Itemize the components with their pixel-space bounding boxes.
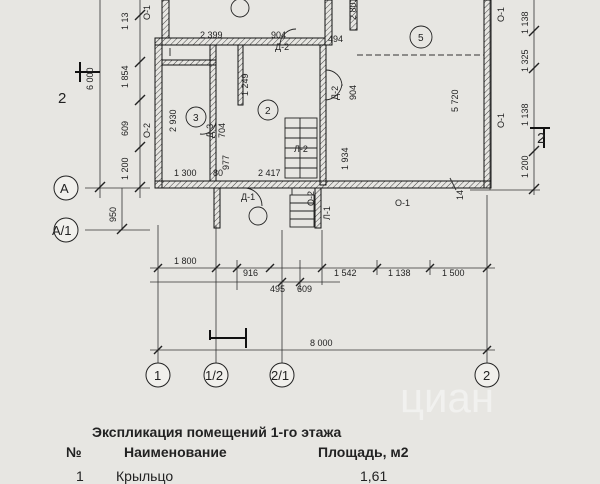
dim-495: 495 <box>270 284 285 294</box>
section-mark-right: 2 <box>537 130 545 147</box>
axis-col-1: 1 <box>154 368 161 383</box>
row-no: 1 <box>76 468 84 484</box>
axis-row-a1: А/1 <box>52 223 72 238</box>
section-mark-left: 2 <box>58 90 66 107</box>
dim-1200-left: 1 200 <box>120 157 130 180</box>
dim-494: 494 <box>328 34 343 44</box>
floor-plan-drawing: А А/1 1 1/2 2/1 2 2 2 2 3 5 О-1 О-1 О-1 … <box>52 0 550 420</box>
dim-1854: 1 854 <box>120 65 130 88</box>
dim-1138-right-b: 1 138 <box>520 103 530 126</box>
label-o1-right2: О-1 <box>496 113 506 128</box>
header-name: Наименование <box>124 444 227 460</box>
label-d3: Д-3 <box>205 124 215 138</box>
label-o2-left: О-2 <box>142 123 152 138</box>
label-d2-mid: Д-2 <box>330 86 340 100</box>
dim-704: 704 <box>217 123 227 138</box>
dim-1249: 1 249 <box>240 73 250 96</box>
room-number-2: 2 <box>265 106 271 117</box>
dim-6000: 6 000 <box>85 67 95 90</box>
dim-1325: 1 325 <box>520 49 530 72</box>
dim-1934: 1 934 <box>340 147 350 170</box>
dim-609-left: 609 <box>120 121 130 136</box>
axis-col-2-1: 2/1 <box>271 368 289 383</box>
room-number-3: 3 <box>193 113 199 124</box>
explication-title: Экспликация помещений 1-го этажа <box>92 424 342 440</box>
dim-1800: 1 800 <box>174 256 197 266</box>
label-l2: Л-2 <box>294 144 308 154</box>
dim-916: 916 <box>243 268 258 278</box>
label-o1-bottom: О-1 <box>395 198 410 208</box>
dim-1500: 1 500 <box>442 268 465 278</box>
axis-row-a: А <box>60 181 69 196</box>
label-o1-right: О-1 <box>496 7 506 22</box>
dim-904-top: 904 <box>271 30 286 40</box>
dim-1300: 1 300 <box>174 168 197 178</box>
dim-2930: 2 930 <box>168 109 178 132</box>
label-d2-top: Д-2 <box>275 42 289 52</box>
watermark-brand: циан <box>400 374 494 420</box>
label-o1-top: О-1 <box>142 5 152 20</box>
room-number-5: 5 <box>418 33 424 44</box>
label-l1: Л-1 <box>322 206 332 220</box>
row-area: 1,61 <box>360 468 388 484</box>
dim-1138-bottom: 1 138 <box>388 268 411 278</box>
axis-col-1-2: 1/2 <box>205 368 223 383</box>
dim-1542: 1 542 <box>334 268 357 278</box>
dim-8000: 8 000 <box>310 338 333 348</box>
dim-2801: 2 801 <box>348 0 358 20</box>
dim-1200-right: 1 200 <box>520 155 530 178</box>
dim-2399: 2 399 <box>200 30 223 40</box>
label-d1: Д-1 <box>241 192 255 202</box>
explication-table: Экспликация помещений 1-го этажа № Наиме… <box>0 416 600 484</box>
dim-950: 950 <box>108 207 118 222</box>
dim-14: 14 <box>455 190 465 200</box>
label-o2-mid: О-2 <box>306 191 316 206</box>
dim-113-left: 1 13 <box>120 12 130 30</box>
dim-977: 977 <box>221 155 231 170</box>
dim-1138-right-a: 1 138 <box>520 11 530 34</box>
dim-80: 80 <box>213 168 223 178</box>
axis-col-2: 2 <box>483 368 490 383</box>
dim-5720: 5 720 <box>450 89 460 112</box>
header-no: № <box>66 444 82 460</box>
dim-609-bottom: 609 <box>297 284 312 294</box>
header-area: Площадь, м2 <box>318 444 409 460</box>
dim-904-mid: 904 <box>348 85 358 100</box>
dim-2417: 2 417 <box>258 168 281 178</box>
row-name: Крыльцо <box>116 468 174 484</box>
